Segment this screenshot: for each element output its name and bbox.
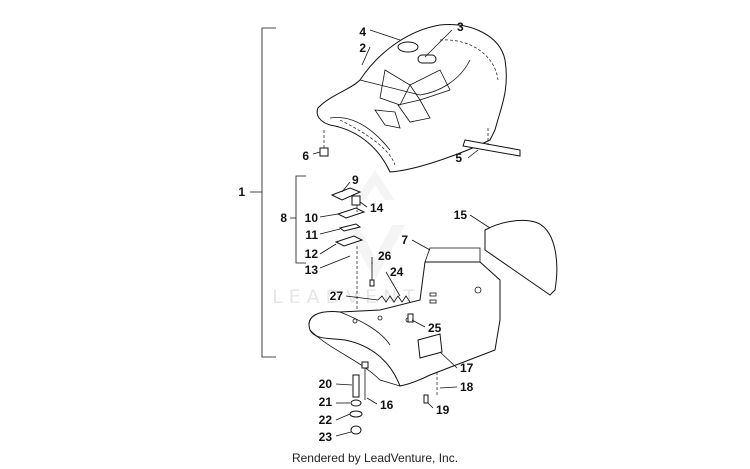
callout-20: 20 [319,377,333,391]
seat-emblem-3 [417,54,437,64]
callout-21: 21 [319,395,333,409]
clip-6 [319,147,329,157]
seat-patch-4 [397,41,419,53]
callout-1: 1 [238,185,245,199]
callout-27: 27 [330,289,344,303]
callout-13: 13 [305,263,319,277]
footer-credit: Rendered by LeadVenture, Inc. [291,451,459,465]
seat-strap-5 [462,139,521,157]
callout-14: 14 [370,201,384,215]
latch-hardware [330,187,366,320]
callout-labels: 1 2 3 4 5 6 7 8 9 10 11 12 13 14 15 16 1… [238,20,473,444]
callout-22: 22 [319,413,333,427]
callout-3: 3 [457,20,464,34]
callout-23: 23 [319,430,333,444]
callout-16: 16 [380,398,394,412]
bracket-8 [290,175,306,264]
callout-5: 5 [455,151,462,165]
seat-assembly [316,24,521,173]
nut-23 [350,425,362,435]
washer-22 [349,410,363,418]
callout-4: 4 [359,25,366,39]
hinge-17 [417,333,443,359]
callout-6: 6 [302,149,309,163]
callout-10: 10 [305,211,319,225]
callout-9: 9 [352,173,359,187]
callout-17: 17 [460,361,474,375]
callout-8: 8 [280,211,287,225]
callout-18: 18 [460,380,474,394]
bracket-1 [250,27,276,358]
pad-15 [484,219,558,296]
seat-base [308,247,501,435]
callout-12: 12 [305,247,319,261]
screw-25 [407,313,414,323]
callout-24: 24 [390,265,404,279]
callout-15: 15 [454,208,468,222]
callout-25: 25 [428,321,442,335]
spring-24 [377,295,411,303]
bolt-20 [352,374,360,398]
washer-21 [350,399,362,407]
callout-19: 19 [436,403,450,417]
callout-7: 7 [401,233,408,247]
callout-2: 2 [359,41,366,55]
callout-11: 11 [305,228,318,242]
callout-26: 26 [378,249,392,263]
leader-lines [312,29,491,437]
nut-14 [351,195,361,206]
bolt-19 [423,394,429,404]
